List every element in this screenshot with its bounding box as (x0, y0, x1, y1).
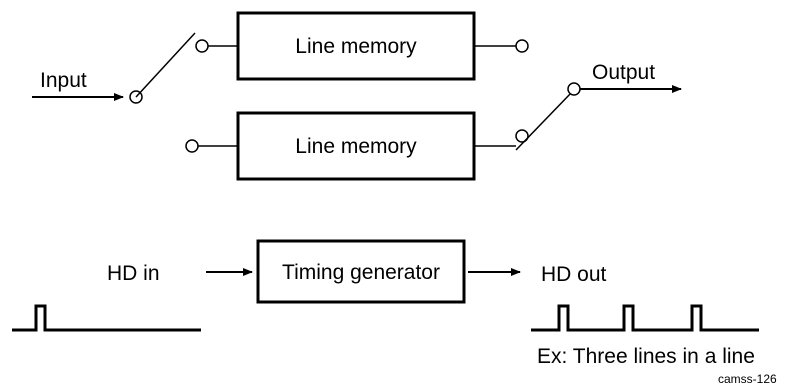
example-note: Ex: Three lines in a line (537, 345, 755, 368)
top-memory-output-terminal (515, 39, 529, 53)
output-switch-terminal (567, 82, 581, 96)
line-memory-top-label: Line memory (295, 35, 417, 58)
output-switch-blade (515, 91, 573, 151)
bottom-memory-input-terminal (185, 139, 199, 153)
timing-generator-label: Timing generator (282, 261, 440, 284)
hd-out-label: HD out (541, 263, 607, 286)
bottom-memory-output-terminal (515, 129, 529, 143)
output-label: Output (592, 61, 656, 84)
hd-in-label: HD in (107, 262, 160, 285)
top-memory-input-terminal (195, 39, 209, 53)
input-switch-blade (135, 32, 196, 98)
line-memory-bottom-label: Line memory (295, 135, 417, 158)
timing-generator-box (256, 239, 466, 304)
hd-out-pulse-waveform (531, 304, 759, 332)
figure-id-label: camss-126 (718, 372, 777, 386)
hd-in-pulse-waveform (12, 304, 201, 332)
line-memory-bottom-box (236, 111, 476, 181)
input-label: Input (40, 69, 87, 92)
